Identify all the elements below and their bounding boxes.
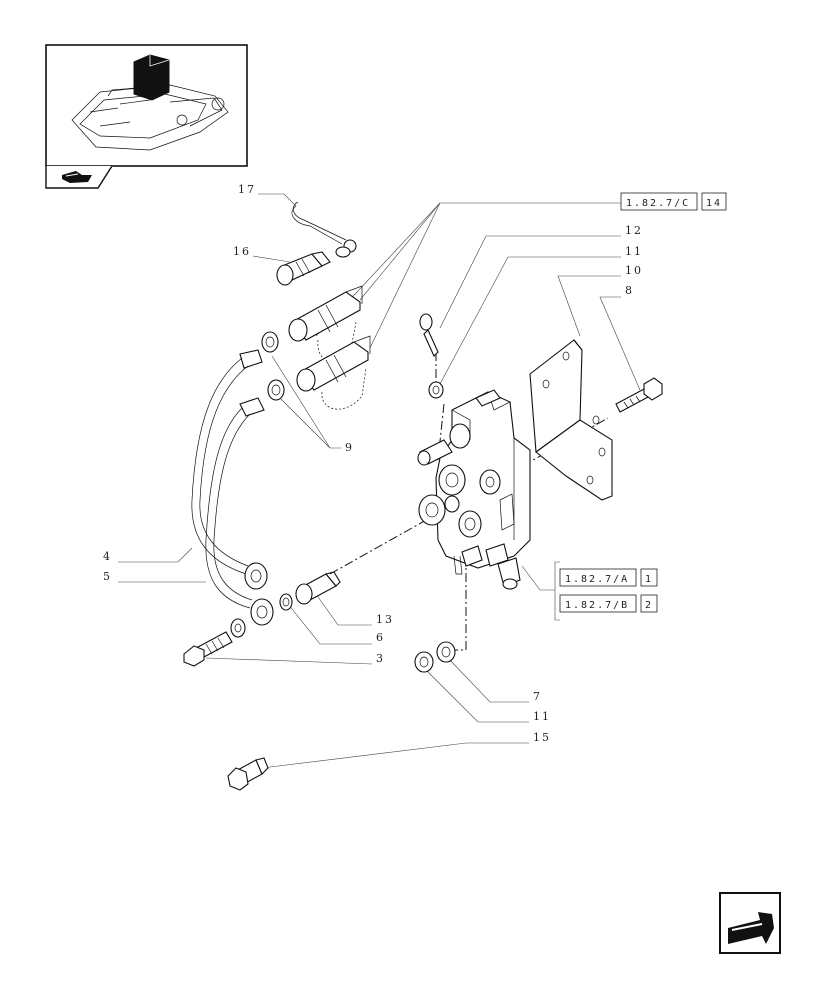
callout-12: 12 — [625, 224, 643, 237]
callout-15: 15 — [533, 731, 551, 744]
book-arrow-icon — [62, 171, 92, 183]
washer-11-lower — [414, 651, 434, 673]
seal-ring-6-right — [279, 593, 293, 611]
reference-number-b: 2 — [645, 600, 653, 611]
reference-box-b: 1.82.7/B 2 — [521, 561, 658, 621]
quick-coupler-16 — [276, 251, 331, 286]
control-valve-assembly — [417, 389, 531, 590]
seal-ring-6-left — [230, 618, 246, 638]
next-page-arrow-icon[interactable] — [719, 892, 781, 954]
coupler-with-chain-lower — [296, 335, 371, 410]
reference-number-a: 1 — [645, 574, 653, 585]
washer-11-upper — [428, 381, 444, 399]
adapter-13 — [295, 571, 341, 605]
washer-9-upper — [261, 331, 279, 353]
reference-code-c: 1.82.7/C — [626, 198, 690, 209]
mounting-bracket-10 — [529, 339, 613, 501]
banjo-bolt-3 — [183, 631, 233, 667]
bolt-8 — [615, 377, 663, 413]
pipe-4 — [191, 349, 268, 590]
highlighted-component — [133, 54, 170, 101]
adapter-15 — [227, 757, 269, 791]
inset-tab — [45, 165, 113, 189]
reference-code-a: 1.82.7/A — [565, 574, 629, 585]
callout-7: 7 — [533, 690, 542, 703]
reference-box-c: 1.82.7/C 14 — [315, 192, 727, 349]
callout-9: 9 — [345, 441, 354, 454]
pipe-5 — [205, 397, 274, 626]
callout-3: 3 — [376, 652, 385, 665]
seal-ring-7 — [436, 641, 456, 663]
callout-13: 13 — [376, 613, 394, 626]
callout-5: 5 — [103, 570, 112, 583]
eye-bolt-12 — [419, 313, 439, 357]
reference-number-c: 14 — [706, 198, 722, 209]
callout-16: 16 — [233, 245, 251, 258]
center-line-lower — [448, 556, 467, 651]
reference-code-b: 1.82.7/B — [565, 600, 629, 611]
callout-8: 8 — [625, 284, 634, 297]
callout-6: 6 — [376, 631, 385, 644]
callout-17: 17 — [238, 183, 256, 196]
reference-box-a: 1.82.7/A 1 — [559, 568, 658, 587]
washer-9-lower — [267, 379, 285, 401]
callout-4: 4 — [103, 550, 112, 563]
callout-10: 10 — [625, 264, 643, 277]
thumbnail-inset — [45, 44, 248, 167]
coupler-with-chain-upper — [288, 285, 363, 363]
dust-cap-17 — [291, 201, 357, 258]
callout-11-upper: 11 — [625, 245, 643, 258]
callout-11-lower: 11 — [533, 710, 551, 723]
